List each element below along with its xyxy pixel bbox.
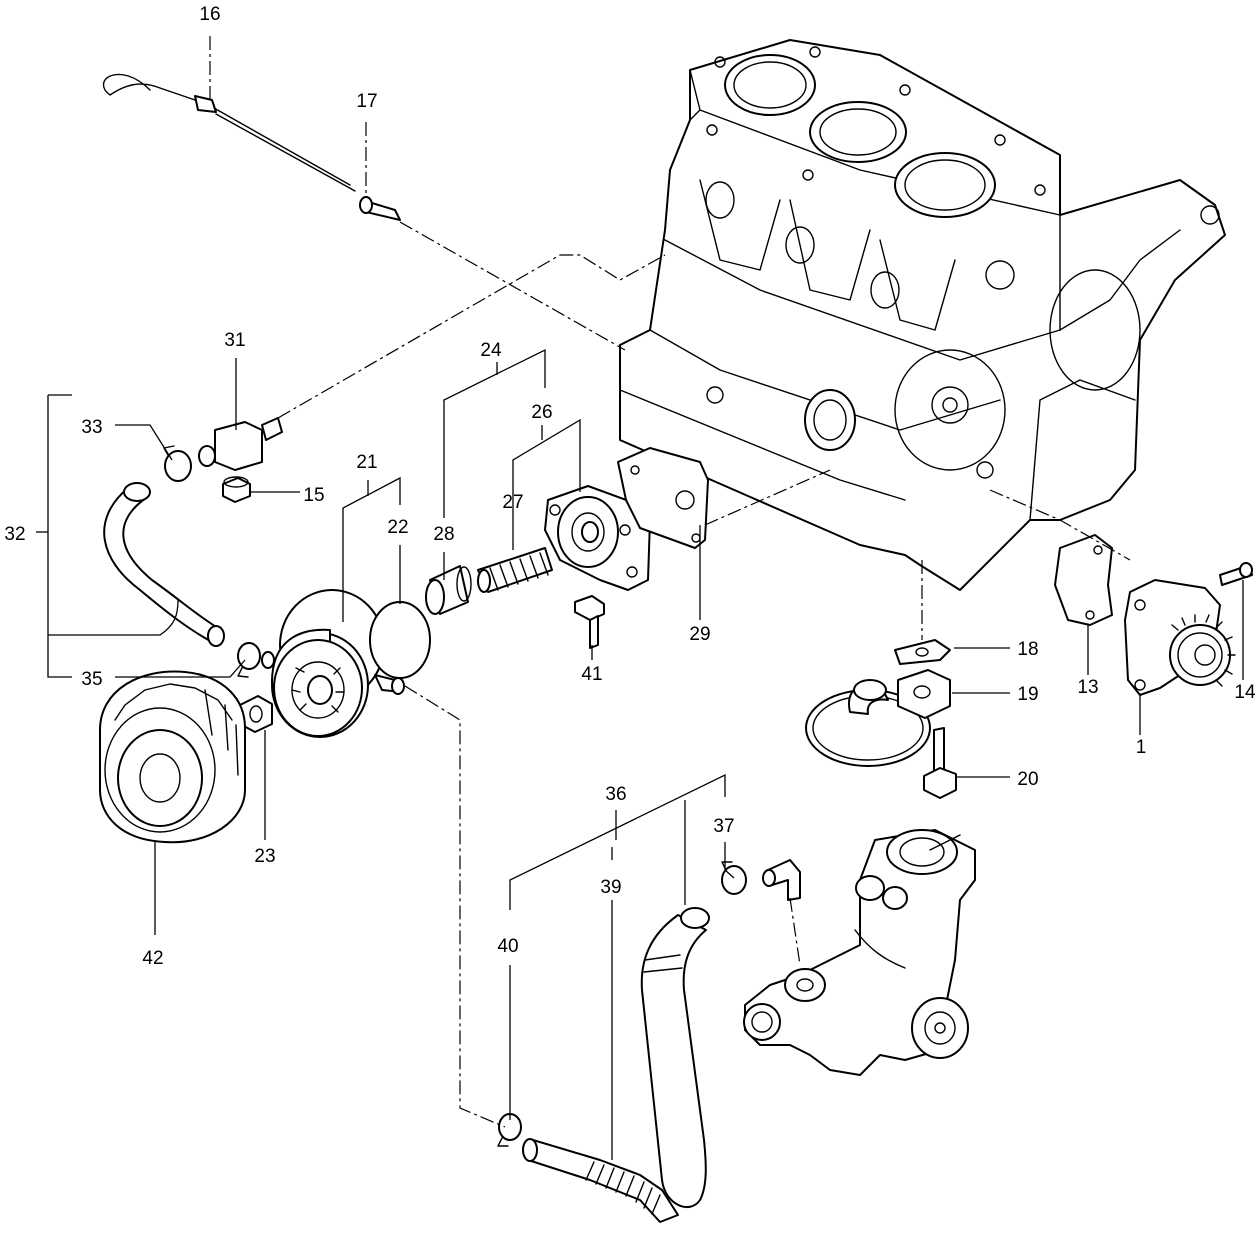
- relief-valve: [425, 565, 472, 615]
- callout-31: 31: [224, 330, 245, 351]
- leader-lines: [36, 348, 1244, 1160]
- callout-35: 35: [81, 669, 102, 690]
- o-ring: [369, 601, 431, 679]
- pump-bolt: [1219, 562, 1253, 586]
- callout-13: 13: [1077, 677, 1098, 698]
- strainer-gasket: [894, 639, 951, 665]
- callout-32: 32: [4, 524, 25, 545]
- relief-spring: [477, 547, 553, 593]
- callout-23: 23: [254, 846, 275, 867]
- callout-20: 20: [1017, 769, 1038, 790]
- cylinder-block: [619, 39, 1226, 591]
- hose-clamp-lower: [237, 642, 261, 678]
- hose-elbow: [762, 859, 801, 901]
- strainer-bolt: [923, 727, 957, 799]
- callout-39: 39: [600, 877, 621, 898]
- oil-strainer: [805, 679, 931, 767]
- water-pump-housing: [743, 829, 976, 1076]
- callout-41: 41: [581, 664, 602, 685]
- callout-28: 28: [433, 524, 454, 545]
- callout-29: 29: [689, 624, 710, 645]
- callout-15: 15: [303, 485, 324, 506]
- callout-16: 16: [199, 4, 220, 25]
- callout-42: 42: [142, 948, 163, 969]
- dipstick-guide: [359, 196, 401, 221]
- filter-housing: [544, 485, 651, 591]
- callout-labels: 1 13 14 15 16 17 18 19 20 21 22 23 24 26…: [4, 4, 1256, 969]
- callout-1: 1: [1136, 737, 1147, 758]
- assembly-lines: [209, 36, 1131, 1128]
- callout-21: 21: [356, 452, 377, 473]
- callout-24: 24: [480, 340, 502, 361]
- breather-hose: [103, 482, 225, 647]
- nipple: [261, 651, 275, 669]
- hose-adapter: [198, 417, 283, 471]
- callout-33: 33: [81, 417, 102, 438]
- strainer-bracket: [897, 669, 951, 719]
- mounting-bolt: [574, 595, 605, 649]
- callout-19: 19: [1017, 684, 1038, 705]
- callout-18: 18: [1017, 639, 1038, 660]
- oil-filter: [99, 670, 246, 844]
- callout-37: 37: [713, 816, 734, 837]
- callout-26: 26: [531, 402, 552, 423]
- callout-36: 36: [605, 784, 626, 805]
- callout-17: 17: [356, 91, 377, 112]
- housing-gasket: [617, 447, 709, 549]
- drain-plug: [222, 476, 251, 503]
- hose-clamp-upper: [163, 445, 192, 482]
- water-hose: [522, 907, 710, 1223]
- dipstick: [103, 73, 356, 192]
- oil-pump-gasket: [1054, 534, 1113, 626]
- callout-40: 40: [497, 936, 518, 957]
- callout-14: 14: [1234, 682, 1256, 703]
- callout-22: 22: [387, 517, 408, 538]
- callout-27: 27: [502, 492, 523, 513]
- oil-pump: [1124, 579, 1236, 696]
